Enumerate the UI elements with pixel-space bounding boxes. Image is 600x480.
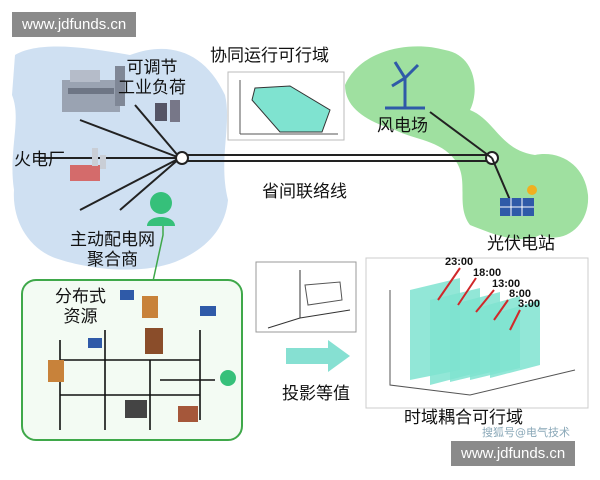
label-pv-station: 光伏电站 bbox=[487, 234, 555, 254]
thermal-plant-icon bbox=[70, 148, 106, 181]
projection-arrow bbox=[286, 340, 350, 372]
wind-turbine-icon bbox=[385, 61, 425, 110]
label-time-coupled-region: 时域耦合可行域 bbox=[404, 408, 523, 428]
factory-icon bbox=[62, 66, 125, 112]
internal-network bbox=[40, 104, 181, 211]
label-tie-line: 省间联络线 bbox=[262, 182, 347, 202]
label-projection-equivalence: 投影等值 bbox=[282, 384, 350, 404]
time-label-3: 8:00 bbox=[509, 288, 532, 300]
tie-line-node-left bbox=[175, 151, 189, 165]
time-coupled-plot bbox=[365, 257, 589, 409]
resource-icons bbox=[48, 290, 236, 422]
pv-panel-icon bbox=[500, 185, 537, 216]
source-mark: 搜狐号@电气技术 bbox=[482, 426, 570, 439]
aggregator-link bbox=[149, 226, 164, 296]
right-network bbox=[429, 111, 511, 201]
load-device-icon bbox=[155, 100, 180, 122]
aggregator-icon bbox=[147, 192, 175, 226]
watermark-top: www.jdfunds.cn bbox=[12, 12, 137, 37]
label-coordinated-region: 协同运行可行域 bbox=[210, 46, 329, 66]
label-distributed-resources: 分布式 资源 bbox=[55, 287, 106, 327]
label-aggregator: 主动配电网 聚合商 bbox=[70, 230, 155, 270]
label-thermal-plant: 火电厂 bbox=[14, 150, 65, 170]
watermark-bottom: www.jdfunds.cn bbox=[451, 441, 576, 466]
projection-plot bbox=[255, 261, 357, 333]
label-wind-farm: 风电场 bbox=[377, 116, 428, 136]
time-label-0: 23:00 bbox=[445, 256, 474, 268]
time-label-4: 3:00 bbox=[518, 298, 541, 310]
time-label-1: 18:00 bbox=[473, 267, 502, 279]
time-label-2: 13:00 bbox=[492, 278, 521, 290]
distribution-network bbox=[59, 330, 215, 430]
province-region-right bbox=[345, 46, 589, 240]
coordinated-region-chart bbox=[227, 71, 345, 141]
label-adjustable-load: 可调节 工业负荷 bbox=[118, 58, 186, 98]
